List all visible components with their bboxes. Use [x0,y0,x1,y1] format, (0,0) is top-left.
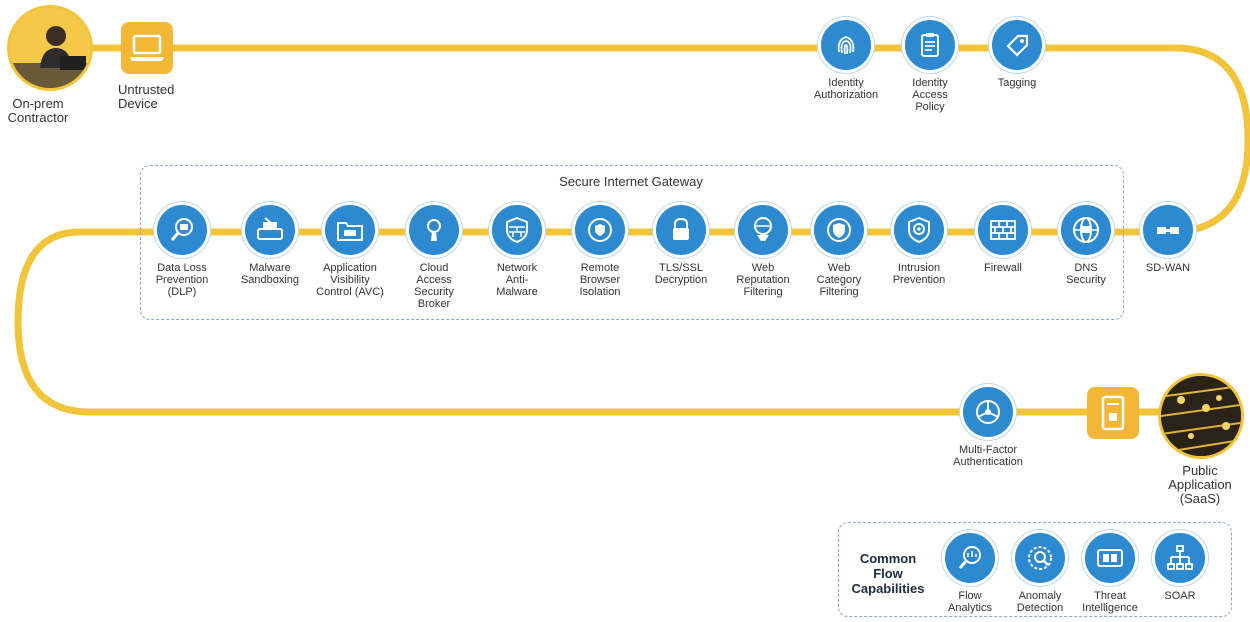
gateway-item-0-node: Data Loss Prevention (DLP) [137,202,227,298]
lock-icon [653,202,709,258]
node-label: TLS/SSL Decryption [654,262,708,286]
node-label: Identity Access Policy [912,77,948,113]
tagging-node: Tagging [972,17,1062,89]
dlp-magnifier-icon [154,202,210,258]
firewall-icon [975,202,1031,258]
app-folder-icon [322,202,378,258]
secure-internet-gateway-box [140,165,1124,320]
node-label: Cloud Access Security Broker [414,262,454,310]
node-label: Firewall [984,262,1022,274]
public-application-photo [1158,373,1244,459]
browser-shield-icon [572,202,628,258]
identity-authorization-node: Identity Authorization [801,17,891,101]
node-label: Flow Analytics [947,590,993,614]
gateway-item-9-node: Intrusion Prevention [874,202,964,286]
capability-item-3-node: SOAR [1135,530,1225,602]
common-flow-title: Common Flow Capabilities [851,551,925,596]
gateway-title: Secure Internet Gateway [559,174,703,189]
mfa-icon [960,384,1016,440]
threat-intel-icon [1082,530,1138,586]
node-label: Web Category Filtering [816,262,862,298]
contractor-photo [7,5,93,91]
common-flow-capabilities-box [838,522,1232,617]
node-label: DNS Security [1066,262,1106,286]
gateway-item-1-node: Malware Sandboxing [225,202,315,286]
node-label: Malware Sandboxing [240,262,300,286]
dns-globe-icon [1058,202,1114,258]
gateway-item-7-node: Web Reputation Filtering [718,202,808,298]
soar-icon [1152,530,1208,586]
capability-item-2-node: Threat Intelligence [1065,530,1155,614]
category-shield-icon [811,202,867,258]
laptop-icon [121,22,173,74]
clipboard-icon [902,17,958,73]
node-label: Tagging [997,77,1037,89]
node-label: Network Anti- Malware [496,262,538,298]
anomaly-icon [1012,530,1068,586]
node-label: Identity Authorization [813,77,879,101]
globe-funnel-icon [735,202,791,258]
node-label: Multi-Factor Authentication [953,444,1023,468]
sdwan-icon [1140,202,1196,258]
gateway-item-4-node: Network Anti- Malware [472,202,562,298]
tag-icon [989,17,1045,73]
gateway-item-11-node: DNS Security [1041,202,1131,286]
node-label: Intrusion Prevention [892,262,946,286]
gateway-item-5-node: Remote Browser Isolation [555,202,645,298]
gateway-item-6-node: TLS/SSL Decryption [636,202,726,286]
untrusted-device-label: Untrusted Device [118,82,175,111]
node-label: Remote Browser Isolation [579,262,621,298]
capability-item-0-node: Flow Analytics [925,530,1015,614]
keyhole-icon [406,202,462,258]
capability-item-1-node: Anomaly Detection [995,530,1085,614]
identity-access-policy-node: Identity Access Policy [885,17,975,113]
fingerprint-icon [818,17,874,73]
sdwan-node: SD-WAN [1123,202,1213,274]
gateway-item-8-node: Web Category Filtering [794,202,884,298]
gateway-item-3-node: Cloud Access Security Broker [389,202,479,310]
node-label: Anomaly Detection [1016,590,1064,614]
gateway-item-10-node: Firewall [958,202,1048,274]
mfa-node: Multi-Factor Authentication [943,384,1033,468]
node-label: SOAR [1164,590,1196,602]
node-label: Data Loss Prevention (DLP) [155,262,209,298]
shield-wall-icon [489,202,545,258]
flow-analytics-icon [942,530,998,586]
contractor-label: On-prem Contractor [7,96,69,125]
sandbox-icon [242,202,298,258]
shield-target-icon [891,202,947,258]
gateway-item-2-node: Application Visibility Control (AVC) [305,202,395,298]
server-icon [1087,387,1139,439]
public-application-label: Public Application (SaaS) [1168,463,1232,506]
node-label: Application Visibility Control (AVC) [316,262,384,298]
node-label: SD-WAN [1145,262,1191,274]
node-label: Web Reputation Filtering [736,262,790,298]
node-label: Threat Intelligence [1082,590,1138,614]
